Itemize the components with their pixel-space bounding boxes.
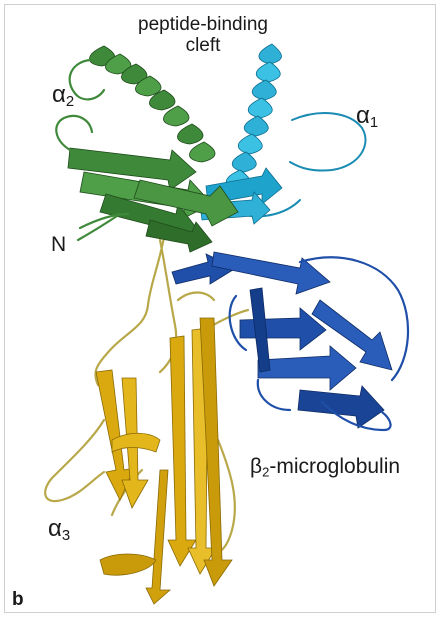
alpha2-label-sub: 2	[66, 94, 74, 110]
cleft-label-line2: cleft	[118, 35, 288, 56]
panel-letter: b	[12, 590, 24, 609]
alpha1-label: α1	[356, 104, 378, 131]
beta2-microglobulin-label: β2-microglobulin	[250, 456, 400, 479]
n-terminus-label: N	[51, 234, 66, 255]
alpha2-helix	[89, 46, 215, 162]
alpha3-domain	[96, 318, 232, 604]
alpha3-label: α3	[48, 517, 70, 544]
alpha2-label-base: α	[52, 81, 66, 108]
alpha1-label-base: α	[356, 102, 370, 129]
beta2m-label-base: β	[250, 455, 262, 478]
alpha3-label-base: α	[48, 515, 62, 542]
peptide-binding-cleft-label: peptide-binding cleft	[118, 14, 288, 56]
alpha2-label: α2	[52, 83, 74, 110]
alpha3-label-sub: 3	[62, 528, 70, 544]
alpha1-label-sub: 1	[370, 115, 378, 131]
alpha2-sheet	[68, 148, 238, 252]
cleft-label-line1: peptide-binding	[118, 14, 288, 35]
beta2m-label-rest: -microglobulin	[269, 455, 400, 478]
